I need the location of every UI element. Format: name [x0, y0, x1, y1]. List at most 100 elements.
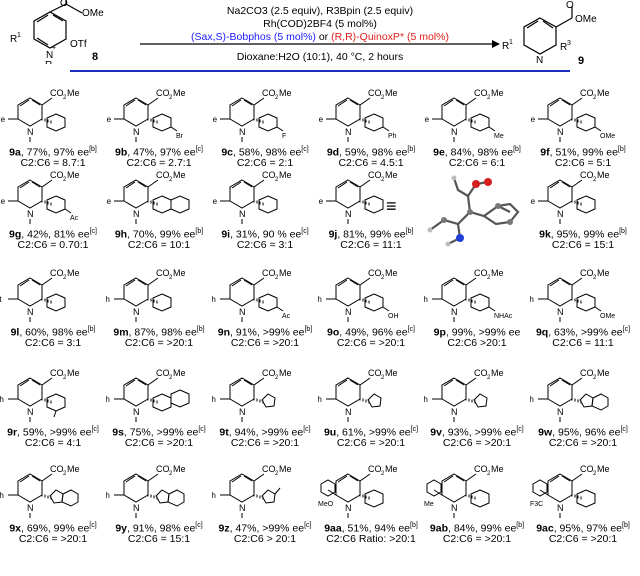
svg-text:2: 2 — [275, 275, 279, 281]
regio-ratio-9a: C2:C6 = 8.7:1 — [20, 157, 86, 169]
yield-ee: , 75%, >99% ee — [123, 426, 199, 439]
compound-id: 9u — [323, 426, 337, 439]
svg-text:Ph: Ph — [212, 395, 216, 404]
svg-text:2: 2 — [381, 95, 385, 101]
ring-nitrogen: N — [557, 503, 564, 513]
regio-ratio-9f: C2:C6 = 5:1 — [554, 157, 612, 169]
yield-ee: , 95%, 97% ee — [553, 522, 623, 535]
ring-nitrogen: N — [557, 407, 564, 417]
compound-id: 9e — [433, 146, 445, 159]
structure-9aa: CO2MeNMeMeO — [318, 464, 398, 520]
footnote-mark: [c] — [620, 426, 628, 433]
compound-entry-9l: CO2MeNMeEt9l, 60%, 98% ee[b]C2:C6 = 3:1 — [0, 258, 106, 352]
structure-9k: CO2MeNBnMe — [530, 170, 610, 226]
ligand-a: (Sax,S)-Bobphos (5 mol%) — [191, 31, 316, 43]
svg-text:Me: Me — [131, 423, 143, 424]
svg-text:Me: Me — [67, 268, 80, 278]
caption-9y: 9y, 91%, 98% ee[c] — [106, 520, 212, 535]
ester-label: CO — [368, 268, 382, 278]
svg-text:OH: OH — [388, 313, 399, 320]
structure-9t: CO2MeNMePh — [212, 368, 292, 424]
footnote-mark: [c] — [89, 228, 97, 235]
compound-id: 9ac — [536, 522, 554, 535]
svg-text:2: 2 — [169, 471, 173, 477]
svg-text:Me: Me — [279, 88, 292, 98]
compound-id: 9z — [218, 522, 230, 535]
structure-9g: CO2MeNMeMeAc — [0, 170, 80, 226]
xray-equals-sign: ≡ — [386, 196, 397, 216]
ester-label: CO — [156, 368, 170, 378]
ring-nitrogen: N — [133, 307, 140, 317]
regio-ratio-9r: C2:C6 = 4:1 — [24, 437, 82, 449]
compound-id: 9d — [326, 146, 340, 159]
structure-9y: CO2MeNMePh — [106, 464, 186, 520]
yield-ee: , 58%, 98% ee — [233, 146, 302, 159]
caption-9t: 9t, 94%, >99% ee[c] — [212, 424, 318, 439]
footnote-mark: [b] — [195, 228, 204, 235]
footnote-mark: [c] — [301, 228, 309, 235]
svg-text:R: R — [502, 41, 509, 52]
ring-nitrogen: N — [239, 127, 246, 137]
svg-text:Me: Me — [131, 143, 143, 144]
ring-nitrogen: N — [451, 503, 458, 513]
structure-9ab: CO2MeNMeMe — [424, 464, 504, 520]
svg-text:Ac: Ac — [282, 313, 291, 320]
ester-label: CO — [50, 170, 64, 180]
structure-9f: CO2MeNMeMeOMe — [530, 88, 615, 144]
ester-label: CO — [368, 464, 382, 474]
caption-9g: 9g, 42%, 81% ee[c] — [0, 226, 106, 241]
compound-id: 9s — [112, 426, 124, 439]
product-structure: O OMe R 1 N R 3 9 — [502, 0, 597, 66]
svg-text:Ph: Ph — [318, 395, 322, 404]
compound-entry-9aa: CO2MeNMeMeO9aa, 51%, 94% ee[b]C2:C6 Rati… — [318, 454, 424, 548]
caption-9aa: 9aa, 51%, 94% ee[b] — [318, 520, 424, 535]
svg-text:Me: Me — [173, 268, 186, 278]
svg-text:R: R — [10, 34, 17, 45]
condition-line-4: Dioxane:H2O (10:1), 40 °C, 2 hours — [236, 51, 404, 63]
svg-text:Me: Me — [67, 464, 80, 474]
ring-nitrogen: N — [133, 127, 140, 137]
caption-9h: 9h, 70%, 99% ee[b] — [106, 226, 212, 241]
svg-text:Me: Me — [131, 225, 143, 226]
structure-9p: CO2MeNMePhNHAc — [424, 268, 513, 324]
footnote-mark: [c] — [195, 146, 203, 153]
structure-9s: CO2MeNMePh — [106, 368, 190, 424]
compound-id: 9j — [328, 228, 338, 241]
yield-ee: , 59%, >99% ee — [17, 426, 92, 439]
caption-9i: 9i, 31%, 90 % ee[c] — [212, 226, 318, 241]
svg-text:2: 2 — [593, 177, 597, 183]
yield-ee: , 42%, 81% ee — [21, 228, 90, 241]
structure-9v: CO2MeNMePh — [424, 368, 504, 424]
structure-9m: CO2MeNMePh — [106, 268, 186, 324]
svg-text:O: O — [566, 0, 574, 11]
svg-text:Me: Me — [449, 143, 461, 144]
svg-text:OMe: OMe — [575, 14, 597, 25]
compound-entry-9s: CO2MeNMePh9s, 75%, >99% ee[c]C2:C6 = >20… — [106, 358, 212, 452]
compound-id: 9h — [114, 228, 128, 241]
compound-id: 9w — [538, 426, 553, 439]
svg-text:2: 2 — [169, 177, 173, 183]
caption-9m: 9m, 87%, 98% ee[b] — [106, 324, 212, 339]
footnote-mark: [b] — [516, 522, 525, 529]
ligand-or: or — [315, 31, 332, 43]
ring-nitrogen: N — [27, 209, 34, 219]
svg-text:Me: Me — [25, 519, 37, 520]
svg-text:Ph: Ph — [530, 395, 534, 404]
svg-text:Et: Et — [343, 225, 351, 226]
compound-id: 9ab — [429, 522, 448, 535]
footnote-mark: [b] — [196, 326, 205, 333]
svg-text:Me: Me — [385, 170, 398, 180]
ring-nitrogen: N — [239, 503, 246, 513]
footnote-mark: [b] — [617, 146, 626, 153]
svg-text:Me: Me — [343, 519, 355, 520]
ligand-b: (R,R)-QuinoxP* (5 mol%) — [331, 31, 449, 43]
svg-text:Me: Me — [530, 197, 536, 206]
ester-label: CO — [580, 88, 594, 98]
svg-text:Me: Me — [131, 323, 143, 324]
svg-text:Me: Me — [597, 268, 610, 278]
svg-text:2: 2 — [169, 275, 173, 281]
svg-text:Me: Me — [237, 143, 249, 144]
svg-text:Me: Me — [67, 368, 80, 378]
ester-label: CO — [474, 368, 488, 378]
